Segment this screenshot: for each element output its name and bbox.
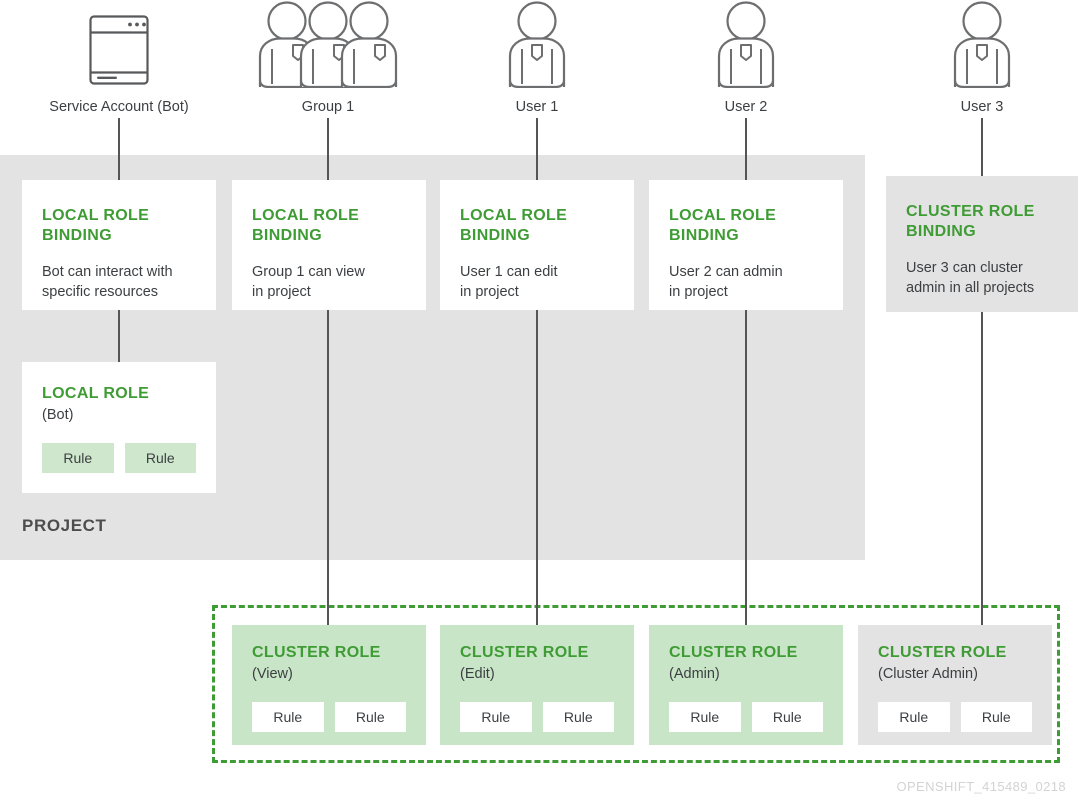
card-subtitle: (Cluster Admin): [878, 665, 978, 682]
local-role-binding-card-user2[interactable]: LOCAL ROLE BINDING User 2 can admin in p…: [649, 180, 843, 310]
rule-list: Rule Rule: [669, 701, 823, 732]
cluster-role-binding-card-user3[interactable]: CLUSTER ROLE BINDING User 3 can cluster …: [886, 176, 1078, 312]
connector-group1-to-binding: [327, 118, 329, 180]
connector-user1-to-cluster-role: [536, 310, 538, 625]
card-subtitle: (Admin): [669, 665, 720, 682]
rule-chip[interactable]: Rule: [878, 701, 950, 732]
connector-service-account-to-binding: [118, 118, 120, 180]
window-icon: [19, 12, 219, 93]
rule-chip[interactable]: Rule: [542, 701, 614, 732]
connector-group1-to-cluster-role: [327, 310, 329, 625]
card-heading: LOCAL ROLE: [42, 385, 150, 402]
card-heading: CLUSTER ROLE: [252, 644, 381, 661]
rule-list: Rule Rule: [460, 701, 614, 732]
card-heading: CLUSTER ROLE: [878, 644, 1007, 661]
actor-user-1[interactable]: User 1: [437, 0, 637, 115]
card-heading: CLUSTER ROLE: [460, 644, 589, 661]
connector-user1-to-binding: [536, 118, 538, 180]
card-subtitle: (Bot): [42, 406, 74, 423]
connector-user2-to-cluster-role: [745, 310, 747, 625]
cluster-role-card-edit[interactable]: CLUSTER ROLE (Edit) Rule Rule: [440, 625, 634, 745]
connector-user3-to-cluster-role: [981, 310, 983, 625]
card-heading: LOCAL ROLE BINDING: [42, 207, 150, 244]
person-icon: [437, 0, 637, 93]
card-heading: LOCAL ROLE BINDING: [252, 207, 360, 244]
cluster-scope-boundary: [212, 605, 1060, 763]
card-heading: LOCAL ROLE BINDING: [460, 207, 568, 244]
cluster-role-card-view[interactable]: CLUSTER ROLE (View) Rule Rule: [232, 625, 426, 745]
rule-chip[interactable]: Rule: [252, 701, 324, 732]
local-role-card-bot[interactable]: LOCAL ROLE (Bot) Rule Rule: [22, 362, 216, 493]
group-icon: [228, 0, 428, 93]
rule-chip[interactable]: Rule: [42, 442, 114, 473]
local-role-binding-card-user1[interactable]: LOCAL ROLE BINDING User 1 can edit in pr…: [440, 180, 634, 310]
actor-label: User 3: [960, 99, 1004, 115]
actor-user-2[interactable]: User 2: [646, 0, 846, 115]
connector-user2-to-binding: [745, 118, 747, 180]
actor-user-3[interactable]: User 3: [882, 0, 1080, 115]
cluster-role-card-cluster-admin[interactable]: CLUSTER ROLE (Cluster Admin) Rule Rule: [858, 625, 1052, 745]
card-subtitle: (Edit): [460, 665, 495, 682]
rule-list: Rule Rule: [878, 701, 1032, 732]
card-description: Group 1 can view in project: [252, 264, 365, 301]
cluster-role-card-admin[interactable]: CLUSTER ROLE (Admin) Rule Rule: [649, 625, 843, 745]
local-role-binding-card-group1[interactable]: LOCAL ROLE BINDING Group 1 can view in p…: [232, 180, 426, 310]
connector-user3-to-binding: [981, 118, 983, 180]
rule-chip[interactable]: Rule: [124, 442, 196, 473]
project-label: PROJECT: [22, 516, 107, 535]
person-icon: [646, 0, 846, 93]
rule-chip[interactable]: Rule: [960, 701, 1032, 732]
rule-chip[interactable]: Rule: [751, 701, 823, 732]
rule-chip[interactable]: Rule: [669, 701, 741, 732]
card-subtitle: (View): [252, 665, 293, 682]
card-description: User 3 can cluster admin in all projects: [906, 260, 1035, 297]
card-description: User 1 can edit in project: [460, 264, 558, 301]
person-icon: [882, 0, 1080, 93]
card-description: Bot can interact with specific resources: [42, 264, 173, 301]
card-heading: CLUSTER ROLE BINDING: [906, 203, 1035, 240]
footer-caption: OPENSHIFT_415489_0218: [896, 779, 1066, 794]
rule-chip[interactable]: Rule: [460, 701, 532, 732]
card-description: User 2 can admin in project: [669, 264, 783, 301]
actor-label: Service Account (Bot): [49, 99, 189, 115]
actor-service-account[interactable]: Service Account (Bot): [19, 12, 219, 115]
rule-chip[interactable]: Rule: [334, 701, 406, 732]
actor-group-1[interactable]: Group 1: [228, 0, 428, 115]
actor-label: User 1: [515, 99, 559, 115]
actor-label: Group 1: [301, 99, 355, 115]
actor-label: User 2: [724, 99, 768, 115]
connector-binding-to-local-role: [118, 310, 120, 362]
rule-list: Rule Rule: [252, 701, 406, 732]
card-heading: CLUSTER ROLE: [669, 644, 798, 661]
card-heading: LOCAL ROLE BINDING: [669, 207, 777, 244]
local-role-binding-card-bot[interactable]: LOCAL ROLE BINDING Bot can interact with…: [22, 180, 216, 310]
rule-list: Rule Rule: [42, 442, 196, 473]
